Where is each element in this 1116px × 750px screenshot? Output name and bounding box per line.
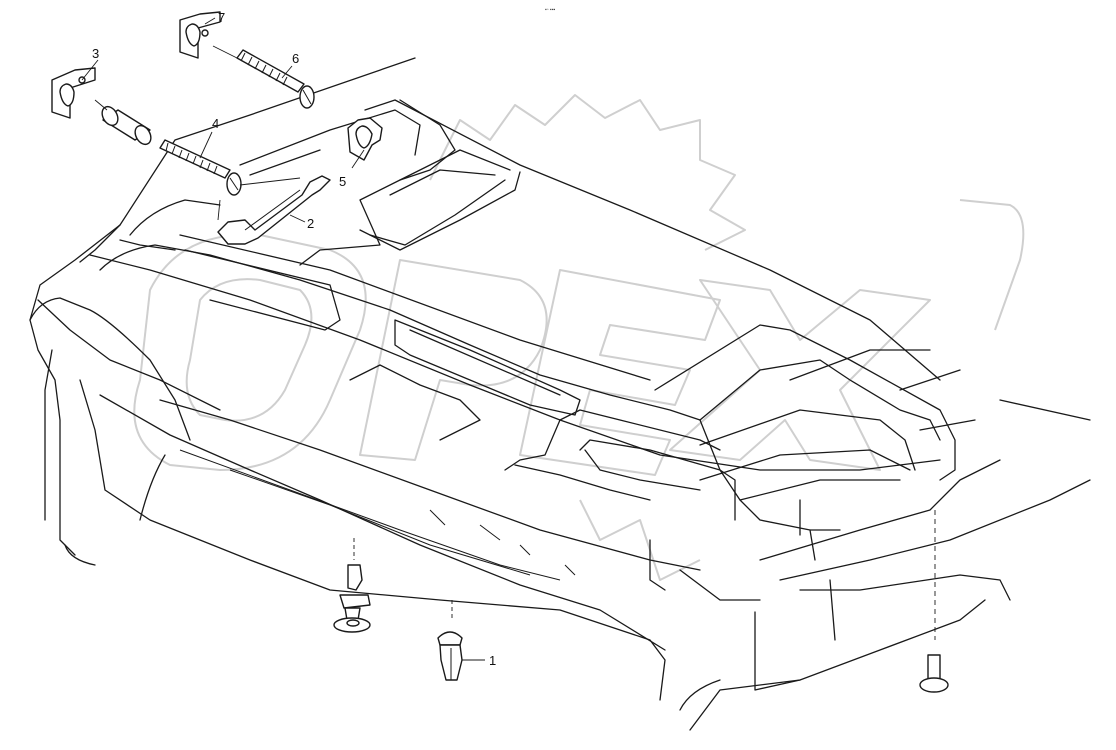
part-1-push-clip: 1	[437, 600, 496, 681]
callout-1: 1	[489, 653, 496, 668]
callout-6: 6	[292, 51, 299, 66]
part-5-clip: 5	[339, 117, 383, 189]
part-2-handle: 2	[217, 175, 331, 245]
cab-body	[29, 57, 1091, 731]
callout-5: 5	[339, 174, 346, 189]
part-3-clip: 3	[51, 46, 99, 119]
pin-fastener-left	[333, 538, 371, 633]
right-screw	[919, 510, 949, 693]
callout-3: 3	[92, 46, 99, 61]
spacer-tube	[94, 99, 152, 146]
callout-4: 4	[212, 116, 219, 131]
callout-7: 7	[218, 10, 225, 25]
part-4-bolt: 4	[159, 116, 242, 196]
corner-mark: ▪▫ ▪▪▪	[545, 7, 555, 13]
part-7-clip: 7	[179, 10, 225, 59]
callout-2: 2	[307, 216, 314, 231]
part-6-bolt: 6	[212, 45, 315, 109]
